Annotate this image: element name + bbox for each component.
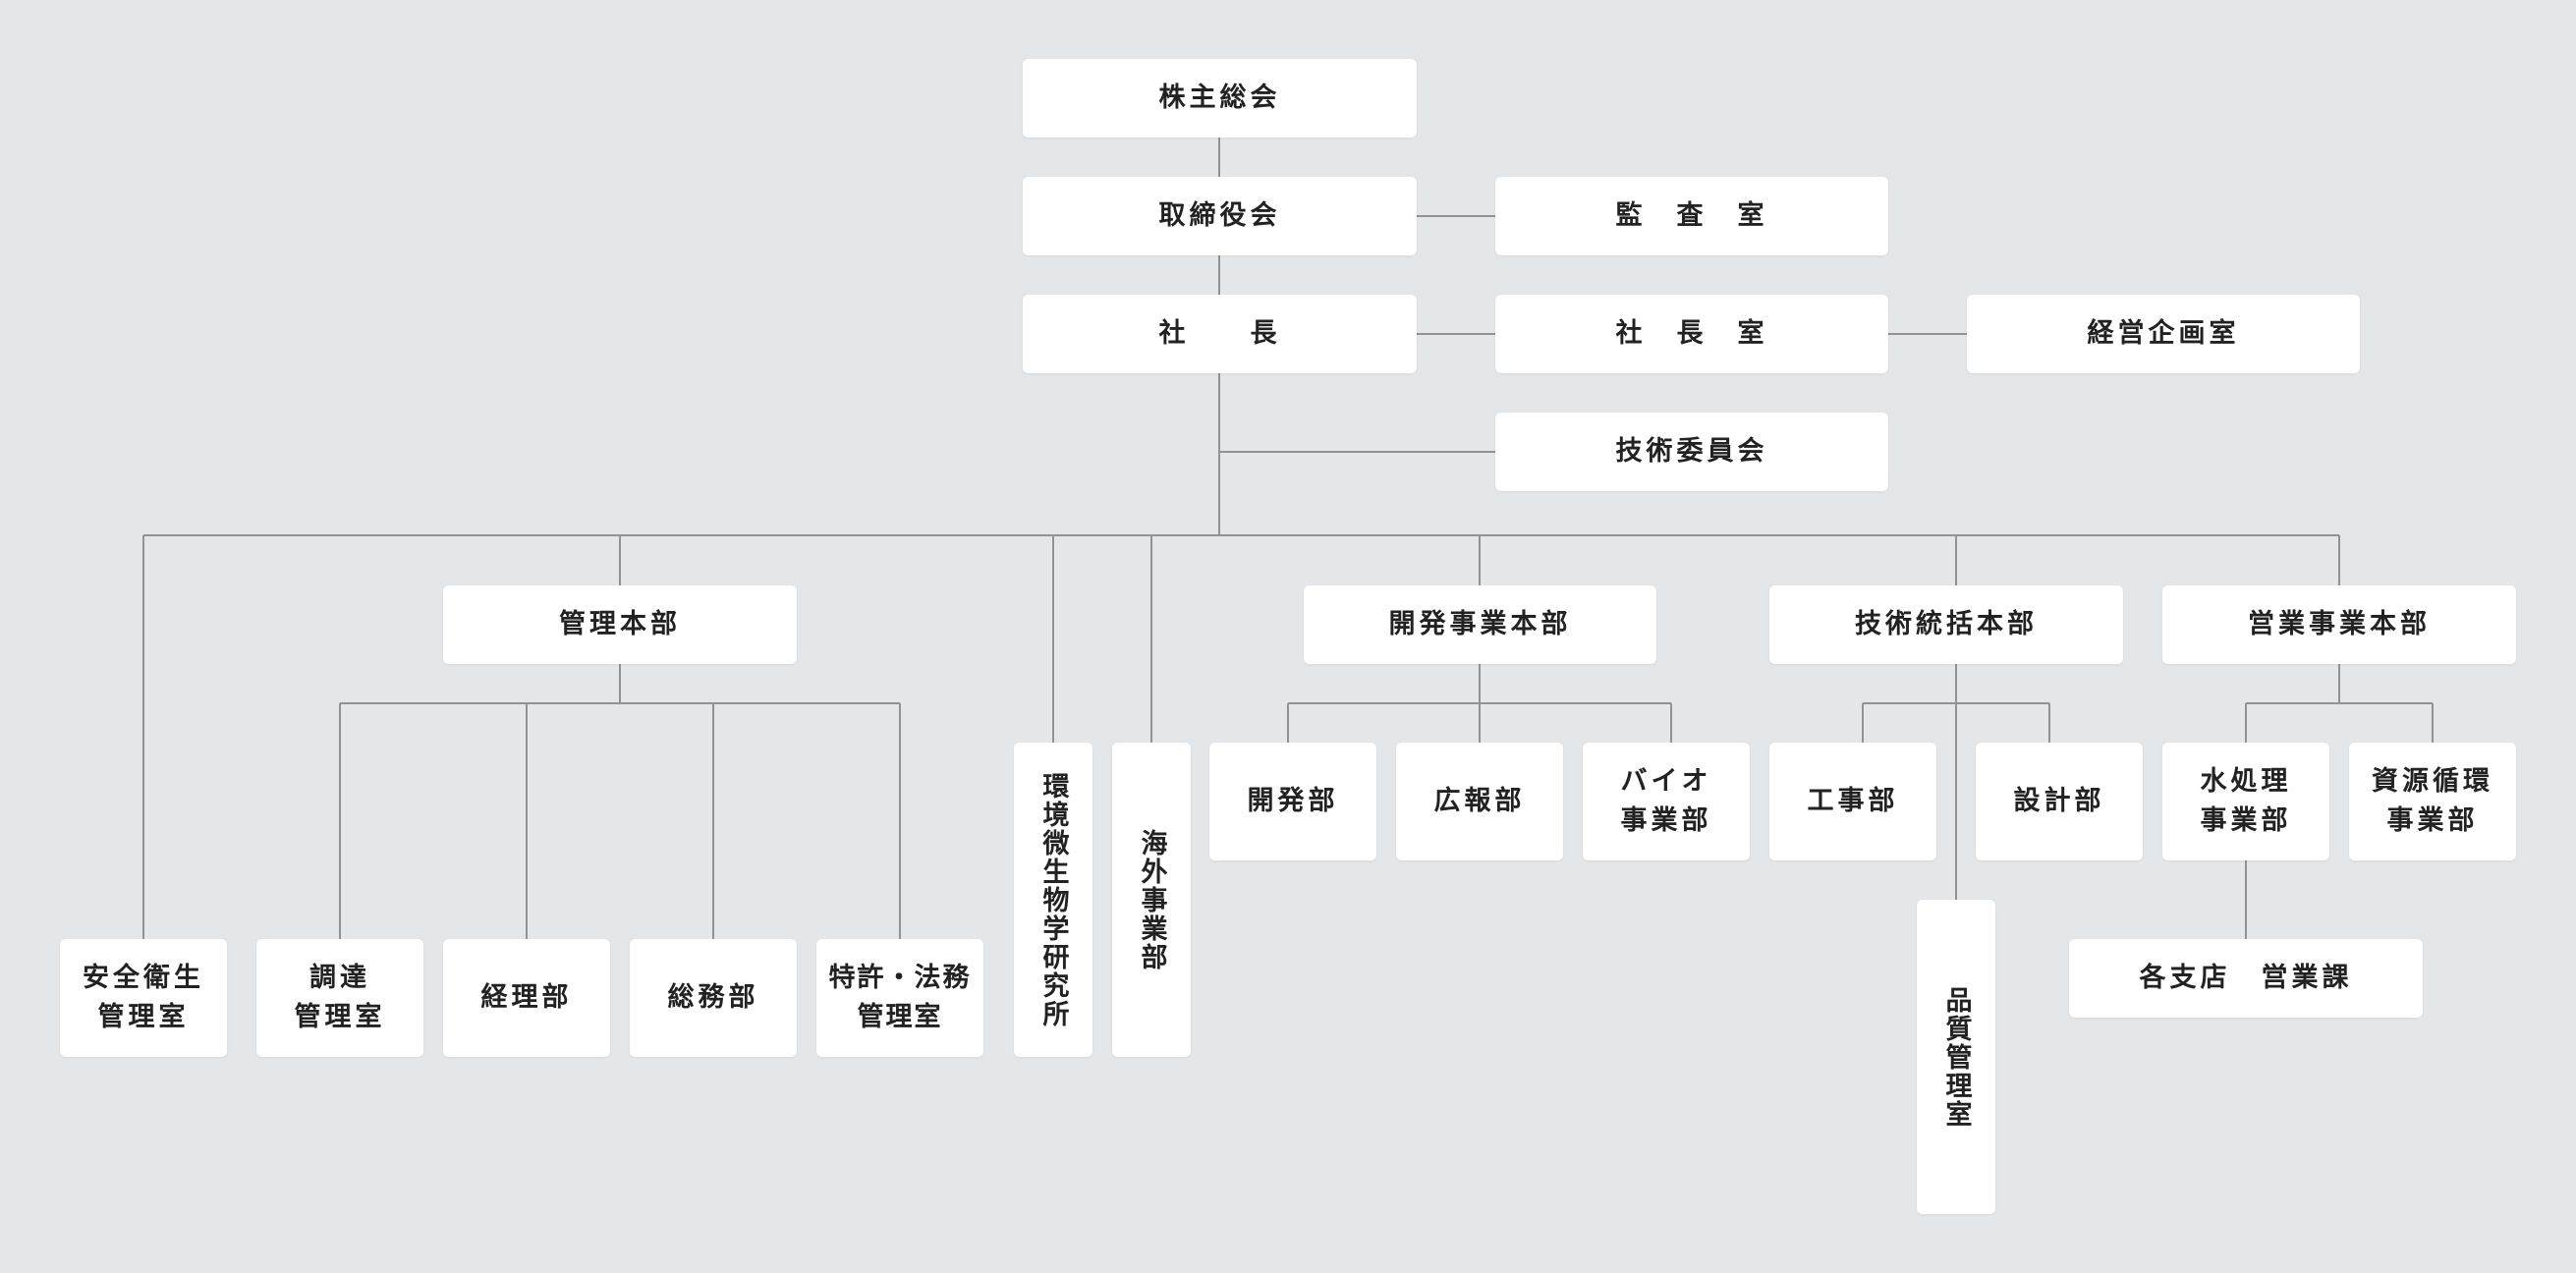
box-president: 社 長: [1023, 295, 1417, 373]
box-safety: 安全衛生 管理室: [60, 939, 227, 1057]
box-accounting: 経理部: [443, 939, 610, 1057]
box-sales-hq: 営業事業本部: [2162, 585, 2516, 664]
box-pr: 広報部: [1396, 743, 1563, 860]
box-dev-hq: 開発事業本部: [1304, 585, 1656, 664]
box-patent-legal: 特許・法務 管理室: [816, 939, 983, 1057]
box-development: 開発部: [1209, 743, 1376, 860]
box-shareholders: 株主総会: [1023, 59, 1417, 138]
box-water: 水処理 事業部: [2162, 743, 2329, 860]
box-tech-hq: 技術統括本部: [1769, 585, 2123, 664]
box-quality: 品質管理室: [1917, 900, 1995, 1214]
box-overseas: 海外事業部: [1112, 743, 1191, 1057]
box-design: 設計部: [1976, 743, 2143, 860]
box-audit: 監 査 室: [1495, 177, 1888, 255]
box-construction: 工事部: [1769, 743, 1936, 860]
box-admin-hq: 管理本部: [443, 585, 797, 664]
box-procurement: 調達 管理室: [256, 939, 423, 1057]
box-env-lab: 環境微生物学研究所: [1014, 743, 1092, 1057]
box-recycling: 資源循環 事業部: [2349, 743, 2516, 860]
box-bio: バイオ 事業部: [1583, 743, 1750, 860]
box-president-office: 社 長 室: [1495, 295, 1888, 373]
box-branches: 各支店 営業課: [2069, 939, 2423, 1018]
box-general-affairs: 総務部: [630, 939, 797, 1057]
box-tech-committee: 技術委員会: [1495, 413, 1888, 491]
box-board: 取締役会: [1023, 177, 1417, 255]
box-planning: 経営企画室: [1967, 295, 2360, 373]
